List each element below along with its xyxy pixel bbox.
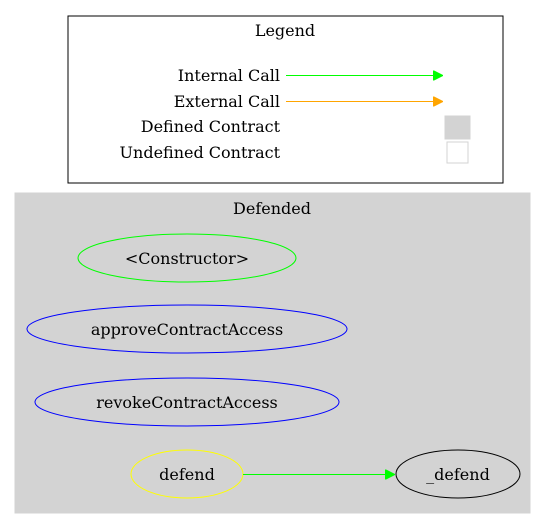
node-revoke-contract-access[interactable]: revokeContractAccess bbox=[34, 377, 340, 427]
node-internal-defend-shape bbox=[395, 449, 521, 499]
node-revoke-contract-access-label: revokeContractAccess bbox=[96, 393, 278, 412]
legend-defined-contract-swatch bbox=[444, 115, 471, 140]
node-internal-defend-label: _defend bbox=[426, 465, 490, 484]
node-defend-label: defend bbox=[159, 465, 215, 484]
legend-label-undefined-contract: Undefined Contract bbox=[120, 143, 281, 162]
contract-name: Defended bbox=[233, 199, 311, 218]
legend-label-defined-contract: Defined Contract bbox=[141, 117, 281, 136]
node-internal-defend[interactable]: _defend bbox=[395, 449, 521, 499]
node-constructor-label: <Constructor> bbox=[125, 249, 249, 268]
node-constructor[interactable]: <Constructor> bbox=[77, 233, 297, 283]
node-approve-contract-access[interactable]: approveContractAccess bbox=[26, 304, 348, 354]
legend-title: Legend bbox=[255, 21, 315, 40]
legend-label-external-call: External Call bbox=[174, 92, 280, 111]
node-revoke-contract-access-shape bbox=[34, 377, 340, 427]
legend: Legend Internal Call External Call Defin… bbox=[67, 15, 504, 184]
legend-undefined-contract-swatch bbox=[446, 141, 469, 164]
contract-cluster-background bbox=[14, 192, 531, 514]
legend-frame bbox=[67, 15, 504, 184]
node-constructor-shape bbox=[77, 233, 297, 283]
legend-label-internal-call: Internal Call bbox=[178, 66, 280, 85]
contract-cluster: Defended <Constructor> approveContractAc… bbox=[14, 192, 531, 514]
node-approve-contract-access-shape bbox=[26, 304, 348, 354]
node-approve-contract-access-label: approveContractAccess bbox=[91, 320, 283, 339]
